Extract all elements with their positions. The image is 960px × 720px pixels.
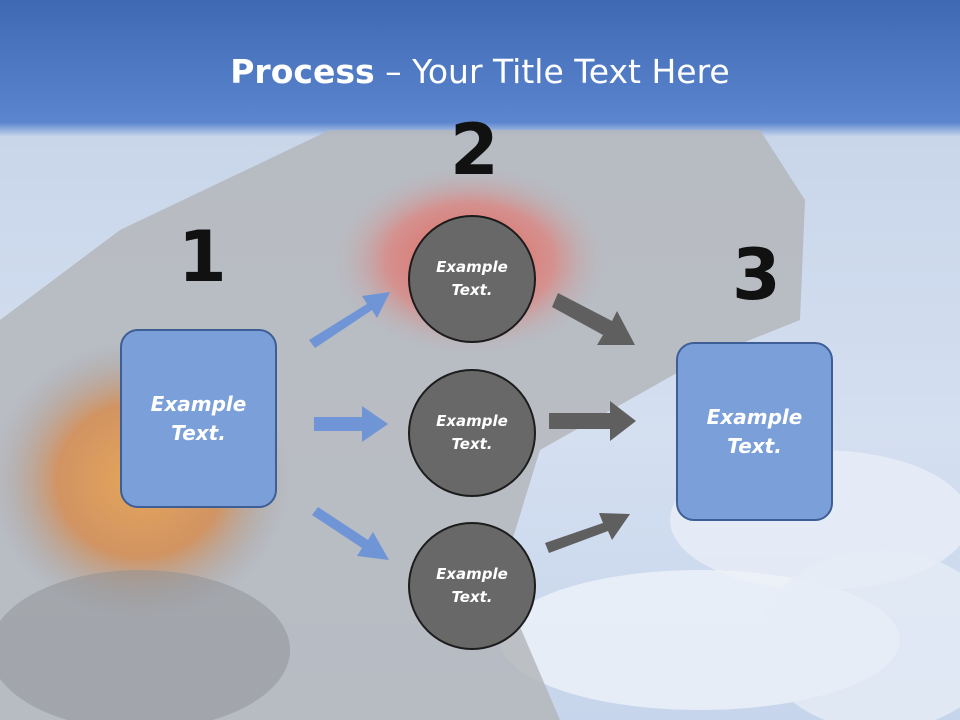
arrow-from-middle-circle xyxy=(549,401,636,441)
arrow-to-middle-circle xyxy=(314,406,388,442)
title-bold: Process xyxy=(230,52,375,91)
title-rest: – Your Title Text Here xyxy=(374,52,730,91)
circle-middle-line2: Text. xyxy=(451,435,493,453)
arrow-to-bottom-circle xyxy=(312,507,389,560)
left-box-line2: Text. xyxy=(171,420,226,445)
step-number-3: 3 xyxy=(732,234,781,316)
circle-top-line2: Text. xyxy=(451,281,493,299)
arrow-to-top-circle xyxy=(309,292,390,348)
step-number-2: 2 xyxy=(450,109,499,191)
left-box-line1: Example xyxy=(150,391,247,416)
right-box-line1: Example xyxy=(706,404,803,429)
slide-title: Process – Your Title Text Here xyxy=(0,52,960,91)
arrow-from-top-circle xyxy=(552,293,635,345)
circle-top-line1: Example xyxy=(436,258,508,276)
circle-middle-line1: Example xyxy=(436,412,508,430)
circle-bottom-line1: Example xyxy=(436,565,508,583)
step-number-1: 1 xyxy=(178,216,227,298)
circle-bottom-line2: Text. xyxy=(451,588,493,606)
arrow-from-bottom-circle xyxy=(545,513,630,553)
right-box-line2: Text. xyxy=(727,433,782,458)
